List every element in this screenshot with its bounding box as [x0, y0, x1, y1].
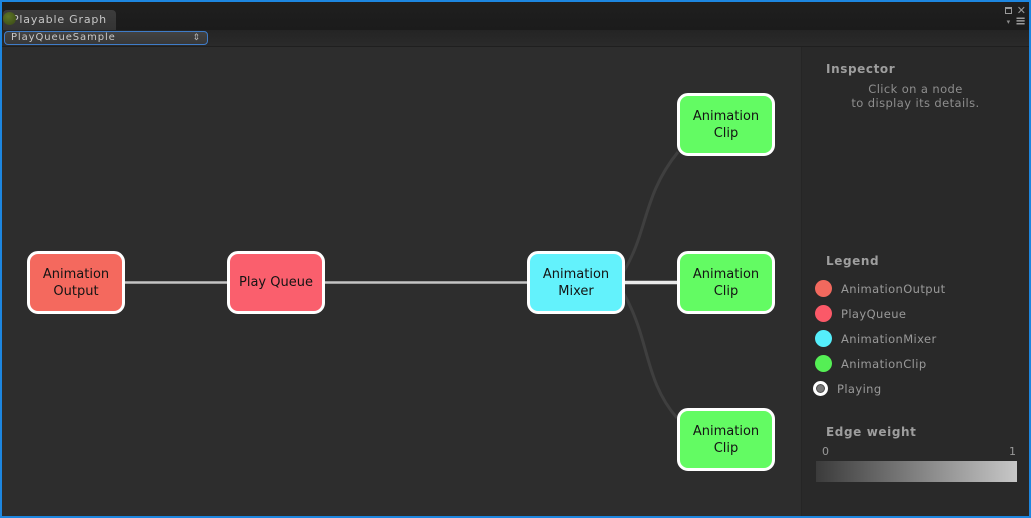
edge-weight-min-label: 0: [822, 445, 829, 458]
node-animation-clip-middle[interactable]: Animation Clip: [677, 251, 775, 314]
legend-label: AnimationMixer: [841, 331, 937, 346]
node-label: Play Queue: [239, 275, 313, 290]
node-animation-clip-bottom[interactable]: Animation Clip: [677, 408, 775, 471]
content: Animation Output Play Queue Animation Mi…: [2, 47, 1029, 516]
node-animation-clip-top[interactable]: Animation Clip: [677, 93, 775, 156]
toolbar: PlayQueueSample ⇕: [2, 30, 1029, 47]
dropdown-arrows-icon: ⇕: [192, 33, 201, 43]
window-controls: ✕ ▾ ≡: [1004, 4, 1026, 29]
legend-item-animation-output: AnimationOutput: [802, 276, 1029, 301]
edge-weight-max-label: 1: [1009, 445, 1016, 458]
legend-label: PlayQueue: [841, 306, 907, 321]
edge-mixer-to-clip-bottom: [622, 293, 679, 419]
window-menu-icon[interactable]: ≡: [1015, 14, 1026, 29]
legend-dot-play-queue: [815, 305, 832, 322]
inspector-panel: Inspector Click on a node to display its…: [801, 47, 1029, 516]
inspector-hint-line1: Click on a node: [868, 82, 963, 96]
edge-weight-gradient-bar: [816, 461, 1017, 482]
legend-label: AnimationOutput: [841, 281, 946, 296]
node-label: Animation Clip: [692, 108, 760, 141]
graph-selector-value: PlayQueueSample: [11, 32, 116, 43]
inspector-title: Inspector: [826, 62, 896, 76]
node-animation-output[interactable]: Animation Output: [27, 251, 125, 314]
edge-weight-scale: 0 1: [822, 445, 1016, 458]
legend-item-play-queue: PlayQueue: [802, 301, 1029, 326]
inspector-hint: Click on a node to display its details.: [802, 82, 1029, 110]
title-bar: Playable Graph ✕ ▾ ≡: [2, 2, 1029, 30]
node-label: Animation Clip: [692, 266, 760, 299]
maximize-icon[interactable]: [1004, 7, 1012, 14]
node-label: Animation Mixer: [542, 266, 610, 299]
node-play-queue[interactable]: Play Queue: [227, 251, 325, 314]
legend-dot-playing: [813, 381, 828, 396]
legend-label: AnimationClip: [841, 356, 927, 371]
legend-dot-animation-clip: [815, 355, 832, 372]
caret-down-icon[interactable]: ▾: [1006, 18, 1011, 26]
legend-dot-animation-output: [815, 280, 832, 297]
legend-item-animation-clip: AnimationClip: [802, 351, 1029, 376]
legend-list: AnimationOutput PlayQueue AnimationMixer…: [802, 276, 1029, 401]
legend-item-animation-mixer: AnimationMixer: [802, 326, 1029, 351]
edge-mixer-to-clip-top: [622, 151, 680, 272]
graph-selector-dropdown[interactable]: PlayQueueSample ⇕: [4, 31, 208, 45]
legend-item-playing: Playing: [802, 376, 1029, 401]
node-label: Animation Output: [42, 266, 110, 299]
legend-label: Playing: [837, 381, 882, 396]
edge-weight-title: Edge weight: [826, 425, 917, 439]
graph-canvas[interactable]: Animation Output Play Queue Animation Mi…: [2, 47, 801, 516]
tab-playable-graph[interactable]: Playable Graph: [3, 10, 116, 30]
legend-title: Legend: [826, 254, 880, 268]
node-animation-mixer[interactable]: Animation Mixer: [527, 251, 625, 314]
close-icon[interactable]: ✕: [1016, 4, 1026, 17]
cursor-indicator-icon: [3, 12, 16, 25]
node-label: Animation Clip: [692, 423, 760, 456]
inspector-hint-line2: to display its details.: [851, 96, 980, 110]
legend-dot-animation-mixer: [815, 330, 832, 347]
graph-edges: [125, 151, 680, 419]
